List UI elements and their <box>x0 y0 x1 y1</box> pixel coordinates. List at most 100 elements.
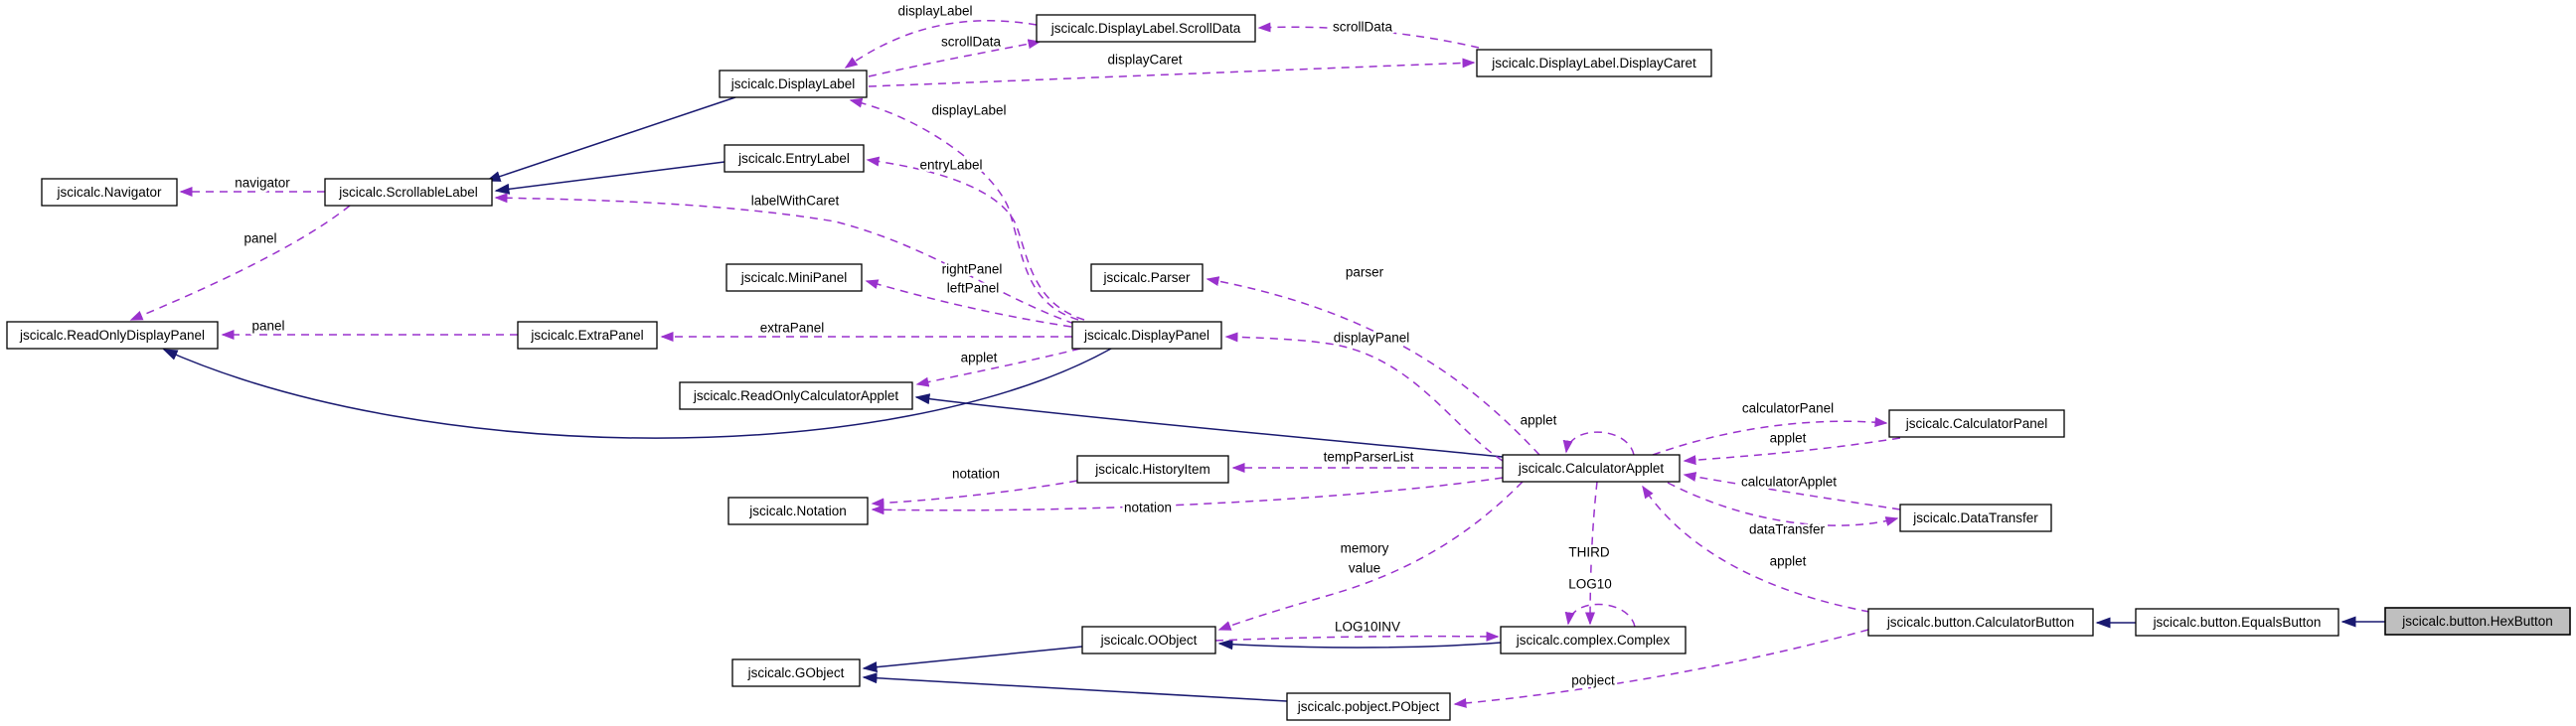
edge-calculator_button-to-pobject <box>1453 629 1869 708</box>
node-calculator_panel-box[interactable] <box>1888 409 2065 438</box>
edge-oobject-to-complex <box>1214 631 1500 642</box>
edge-scrollable_label-to-read_only_display_panel <box>129 205 351 321</box>
node-read_only_calculator_applet[interactable]: jscicalc.ReadOnlyCalculatorApplet <box>679 381 913 410</box>
node-data_transfer[interactable]: jscicalc.DataTransfer <box>1899 504 2052 532</box>
node-mini_panel-box[interactable] <box>725 263 863 292</box>
node-parser-box[interactable] <box>1090 263 1204 292</box>
edge-label-calculatorApplet: calculatorApplet <box>1741 475 1837 490</box>
node-history_item[interactable]: jscicalc.HistoryItem <box>1076 455 1229 484</box>
node-navigator[interactable]: jscicalc.Navigator <box>41 178 178 207</box>
edge-label-scrollData: scrollData <box>1333 20 1393 35</box>
node-calculator_panel[interactable]: jscicalc.CalculatorPanel <box>1888 409 2065 438</box>
edge-label-rightPanel: rightPanel <box>942 262 1003 277</box>
node-gobject[interactable]: jscicalc.GObject <box>731 658 861 687</box>
node-display_label-label: jscicalc.DisplayLabel <box>730 76 856 91</box>
edge-calculator_applet-to-complex <box>1585 481 1598 626</box>
edge-calculator_panel-to-calculator_applet <box>1683 437 1901 466</box>
node-equals_button-label: jscicalc.button.EqualsButton <box>2153 615 2322 630</box>
node-hex_button-box[interactable] <box>2384 607 2571 636</box>
edge-label-panel: panel <box>243 231 276 246</box>
edge-calculator_applet-to-oobject <box>1217 481 1524 631</box>
node-extra_panel-label: jscicalc.ExtraPanel <box>530 328 643 343</box>
edge-label-labelWithCaret: labelWithCaret <box>751 194 840 209</box>
edge-label-parser: parser <box>1346 265 1384 280</box>
node-calculator_applet-box[interactable] <box>1502 454 1681 483</box>
node-pobject-box[interactable] <box>1286 692 1451 721</box>
node-entry_label-label: jscicalc.EntryLabel <box>737 151 850 166</box>
node-read_only_calculator_applet-box[interactable] <box>679 381 913 410</box>
node-entry_label[interactable]: jscicalc.EntryLabel <box>724 144 865 173</box>
node-display_panel-box[interactable] <box>1071 321 1222 350</box>
node-hex_button-label: jscicalc.button.HexButton <box>2401 614 2553 629</box>
node-parser-label: jscicalc.Parser <box>1102 270 1191 285</box>
edge-label-leftPanel: leftPanel <box>947 281 1000 296</box>
node-calculator_button-label: jscicalc.button.CalculatorButton <box>1886 615 2074 630</box>
edge-label-value: value <box>1349 561 1380 576</box>
edge-oobject-to-gobject <box>862 646 1083 673</box>
node-entry_label-box[interactable] <box>724 144 865 173</box>
edge-label-navigator: navigator <box>235 176 290 191</box>
edge-display_label-to-scrollable_label <box>485 96 736 182</box>
node-mini_panel[interactable]: jscicalc.MiniPanel <box>725 263 863 292</box>
node-gobject-box[interactable] <box>731 658 861 687</box>
node-scrollable_label[interactable]: jscicalc.ScrollableLabel <box>324 178 493 207</box>
node-data_transfer-box[interactable] <box>1899 504 2052 532</box>
edge-calculator_applet-to-notation <box>871 477 1504 515</box>
edge-display_label-to-display_caret <box>868 58 1476 87</box>
edge-label-applet: applet <box>1521 413 1557 428</box>
edge-calculator_applet-to-calculator_applet <box>1562 431 1635 456</box>
node-notation-box[interactable] <box>727 497 869 525</box>
edge-history_item-to-notation <box>871 480 1078 508</box>
edge-display_panel-to-entry_label <box>866 156 1085 321</box>
edge-scroll_data-to-display_label <box>844 20 1038 69</box>
edge-display_panel-to-read_only_display_panel <box>162 348 1112 439</box>
node-oobject[interactable]: jscicalc.OObject <box>1081 626 1216 654</box>
edge-entry_label-to-scrollable_label <box>494 161 725 195</box>
node-read_only_display_panel-box[interactable] <box>6 321 219 350</box>
edge-label-pobject: pobject <box>1571 673 1615 688</box>
node-extra_panel[interactable]: jscicalc.ExtraPanel <box>517 321 658 350</box>
node-equals_button[interactable]: jscicalc.button.EqualsButton <box>2135 608 2339 637</box>
node-navigator-box[interactable] <box>41 178 178 207</box>
node-oobject-box[interactable] <box>1081 626 1216 654</box>
edge-label-scrollData: scrollData <box>941 35 1002 50</box>
node-calculator_button-box[interactable] <box>1867 608 2094 637</box>
edge-label-displayPanel: displayPanel <box>1334 331 1410 346</box>
node-history_item-box[interactable] <box>1076 455 1229 484</box>
node-display_panel[interactable]: jscicalc.DisplayPanel <box>1071 321 1222 350</box>
node-extra_panel-box[interactable] <box>517 321 658 350</box>
node-display_caret[interactable]: jscicalc.DisplayLabel.DisplayCaret <box>1476 49 1712 77</box>
edge-display_label-to-scroll_data <box>868 39 1042 77</box>
node-scrollable_label-box[interactable] <box>324 178 493 207</box>
edge-complex-to-complex <box>1564 603 1636 628</box>
node-display_caret-box[interactable] <box>1476 49 1712 77</box>
node-pobject[interactable]: jscicalc.pobject.PObject <box>1286 692 1451 721</box>
node-scroll_data-box[interactable] <box>1036 14 1256 43</box>
edge-label-dataTransfer: dataTransfer <box>1749 522 1826 537</box>
edge-label-extraPanel: extraPanel <box>760 321 825 336</box>
node-complex-box[interactable] <box>1500 626 1687 654</box>
node-display_label-box[interactable] <box>719 70 868 98</box>
node-calculator_applet[interactable]: jscicalc.CalculatorApplet <box>1502 454 1681 483</box>
edge-data_transfer-to-calculator_applet <box>1683 472 1901 510</box>
node-parser[interactable]: jscicalc.Parser <box>1090 263 1204 292</box>
edge-label-displayLabel: displayLabel <box>931 103 1006 118</box>
node-mini_panel-label: jscicalc.MiniPanel <box>740 270 848 285</box>
node-scroll_data[interactable]: jscicalc.DisplayLabel.ScrollData <box>1036 14 1256 43</box>
node-calculator_button[interactable]: jscicalc.button.CalculatorButton <box>1867 608 2094 637</box>
node-notation-label: jscicalc.Notation <box>748 504 847 518</box>
node-hex_button[interactable]: jscicalc.button.HexButton <box>2384 607 2571 636</box>
node-equals_button-box[interactable] <box>2135 608 2339 637</box>
nodes-layer: jscicalc.DisplayLabel.ScrollData jscicalc… <box>6 14 2571 721</box>
node-read_only_display_panel-label: jscicalc.ReadOnlyDisplayPanel <box>19 328 205 343</box>
edge-pobject-to-gobject <box>862 672 1288 702</box>
node-display_label[interactable]: jscicalc.DisplayLabel <box>719 70 868 98</box>
node-read_only_calculator_applet-label: jscicalc.ReadOnlyCalculatorApplet <box>693 388 899 403</box>
node-data_transfer-label: jscicalc.DataTransfer <box>1912 510 2038 525</box>
node-notation[interactable]: jscicalc.Notation <box>727 497 869 525</box>
node-scroll_data-label: jscicalc.DisplayLabel.ScrollData <box>1050 21 1241 36</box>
edge-calculator_applet-to-display_panel <box>1224 332 1504 462</box>
node-display_panel-label: jscicalc.DisplayPanel <box>1083 328 1209 343</box>
node-read_only_display_panel[interactable]: jscicalc.ReadOnlyDisplayPanel <box>6 321 219 350</box>
node-complex[interactable]: jscicalc.complex.Complex <box>1500 626 1687 654</box>
